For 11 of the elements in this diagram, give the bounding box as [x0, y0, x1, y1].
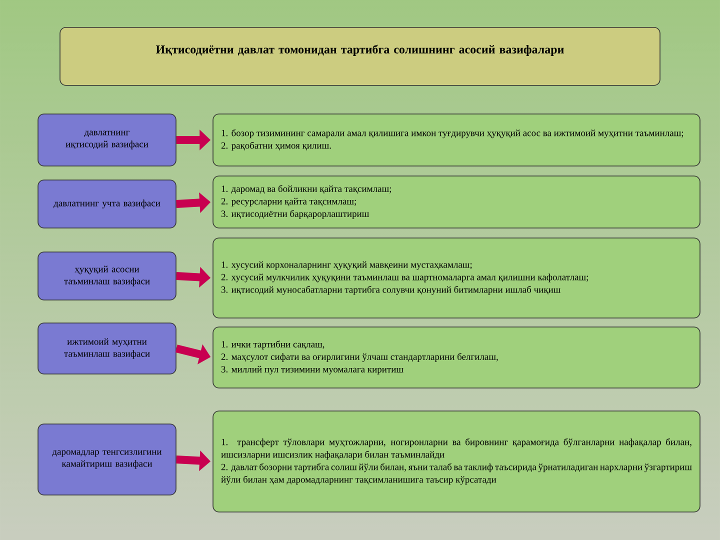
function-box: даромадлар тенгсизлигини камайтириш вазифаси: [38, 424, 176, 496]
function-box: ижтимоий муҳитни таъминлаш вазифаси: [38, 322, 176, 374]
description-box: 1. бозор тизимининг самарали амал қилишига имкон туғдирувчи ҳуқуқий асос ва ижтимоий муҳитни таъминлаш; 2. рақобатни ҳимоя қилиш.: [212, 114, 700, 166]
function-box: ҳуқуқий асосни таъминлаш вазифаси: [38, 252, 176, 300]
description-box: 1. ички тартибни сақлаш, 2. маҳсулот сифати ва оғирлигини ўлчаш стандартларини белгилаш, 3. миллий пул тизимини муомалага киритиш: [212, 326, 700, 388]
title-box: Иқтисодиётни давлат томонидан тартибга солишнинг асосий вазифалари: [60, 27, 660, 86]
description-box: 1. трансферт тўловлари муҳтожларни, ногиронларни ва бировнинг қарамоғида бўлганларни нафақалар билан, ишсизларни ишсизлик нафақалари билан таъминлайди 2. давлат бозорни тартибга солиш йўли билан, яъни талаб ва таклиф таъсирида ўрнатиладиган нархларни ўзгартириш йўли билан ҳам даромадларнинг тақсимланишига таъсир кўрсатади: [212, 410, 700, 512]
description-box: 1. хусусий корхоналарнинг ҳуқуқий мавқеини мустаҳкамлаш; 2. хусусий мулкчилик ҳуқуқини таъминлаш ва шартномаларга амал қилишни кафолатлаш; 3. иқтисодий муносабатларни тартибга солувчи қонуний битимларни ишлаб чиқиш: [212, 238, 700, 318]
function-box: давлатнинг иқтисодий вазифаси: [38, 114, 176, 166]
description-box: 1. даромад ва бойликни қайта тақсимлаш; 2. ресурсларни қайта тақсимлаш; 3. иқтисодиётни барқарорлаштириш: [212, 176, 700, 228]
function-box: давлатнинг учта вазифаси: [38, 180, 176, 228]
